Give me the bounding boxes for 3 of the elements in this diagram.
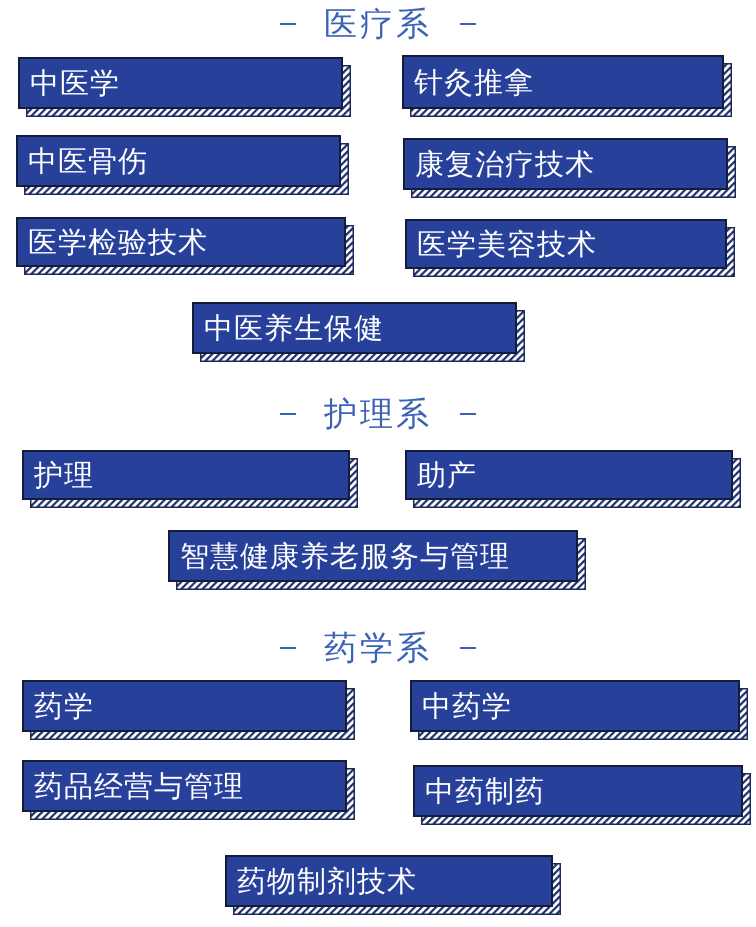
section-heading: 医疗系 xyxy=(324,3,432,45)
section-heading: 护理系 xyxy=(324,393,432,435)
section-heading: 药学系 xyxy=(324,627,432,669)
